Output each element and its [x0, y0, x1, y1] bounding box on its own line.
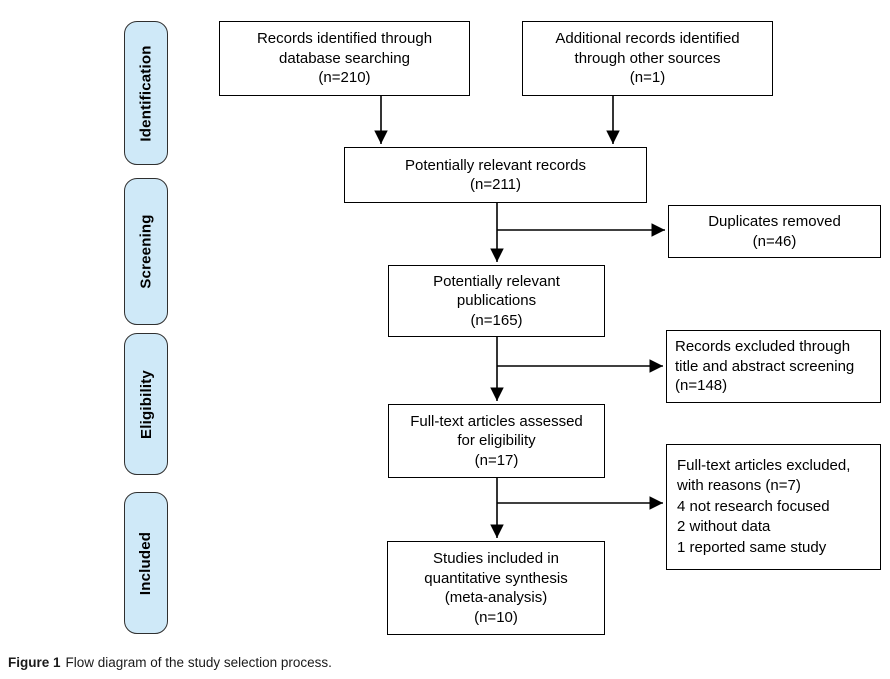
figure-caption-text: Flow diagram of the study selection proc…: [65, 655, 332, 670]
stage-included: Included: [124, 492, 168, 634]
box-text: Potentially relevant publications (n=165…: [433, 272, 560, 329]
stage-identification: Identification: [124, 21, 168, 165]
box-studies-included: Studies included in quantitative synthes…: [387, 541, 605, 635]
figure-caption-label: Figure 1: [8, 655, 61, 670]
stage-label: Included: [137, 531, 155, 595]
box-fulltext-assessed: Full-text articles assessed for eligibil…: [388, 404, 605, 478]
stage-label: Screening: [137, 214, 155, 289]
box-text: Full-text articles excluded, with reason…: [677, 456, 851, 556]
stage-screening: Screening: [124, 178, 168, 325]
figure-caption: Figure 1 Flow diagram of the study select…: [8, 655, 332, 670]
stage-eligibility: Eligibility: [124, 333, 168, 475]
box-duplicates-removed: Duplicates removed (n=46): [668, 205, 881, 258]
box-fulltext-excluded: Full-text articles excluded, with reason…: [666, 444, 881, 570]
box-text: Full-text articles assessed for eligibil…: [410, 412, 583, 469]
stage-label: Identification: [137, 44, 155, 142]
box-text: Potentially relevant records (n=211): [405, 156, 586, 194]
box-potentially-relevant-publications: Potentially relevant publications (n=165…: [388, 265, 605, 337]
box-text: Records excluded through title and abstr…: [675, 338, 855, 395]
box-potentially-relevant-records: Potentially relevant records (n=211): [344, 147, 647, 203]
box-text: Studies included in quantitative synthes…: [424, 550, 568, 626]
box-text: Additional records identified through ot…: [555, 30, 740, 87]
stage-label: Eligibility: [137, 369, 155, 439]
box-records-identified: Records identified through database sear…: [219, 21, 470, 96]
box-records-excluded: Records excluded through title and abstr…: [666, 330, 881, 403]
box-additional-records: Additional records identified through ot…: [522, 21, 773, 96]
box-text: Duplicates removed (n=46): [708, 213, 841, 250]
box-text: Records identified through database sear…: [256, 30, 433, 87]
